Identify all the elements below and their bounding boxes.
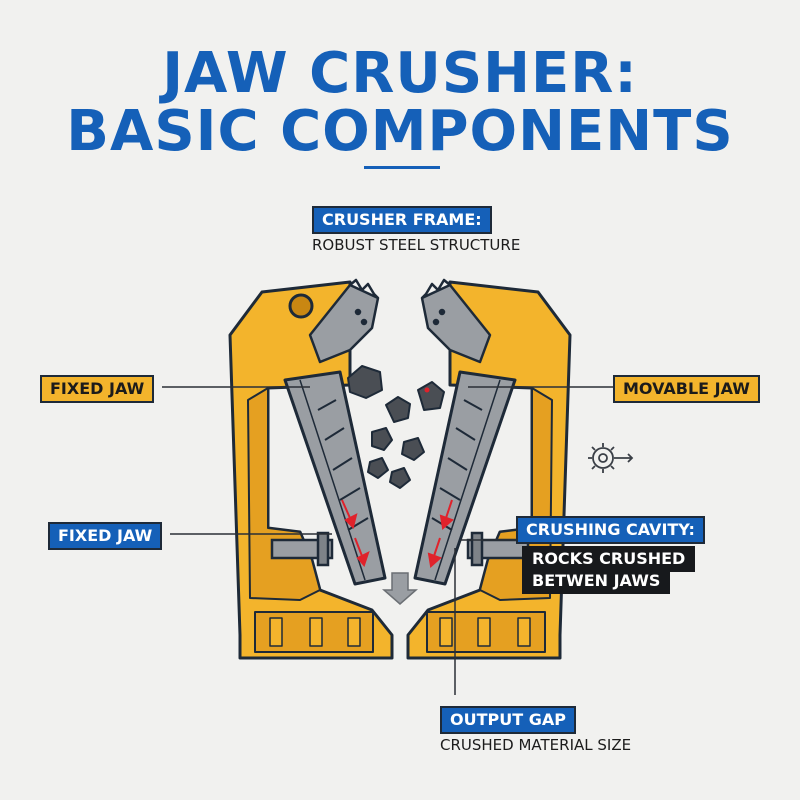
- fixed-jaw-label-top: FIXED JAW: [40, 375, 155, 403]
- toggle-bars: [270, 531, 530, 567]
- movable-jaw-plate: [413, 370, 517, 586]
- crusher-frame-heading: CRUSHER FRAME:: [312, 206, 492, 234]
- title-divider: [364, 166, 440, 169]
- output-gap-desc: CRUSHED MATERIAL SIZE: [440, 736, 632, 754]
- gear-icon: [588, 443, 634, 473]
- title-line-2: BASIC COMPONENTS: [66, 99, 734, 164]
- rocks: [347, 365, 445, 489]
- jaw-holder-left: [308, 278, 380, 364]
- crushing-cavity-line-2: BETWEN JAWS: [522, 568, 671, 594]
- crushing-cavity-heading: CRUSHING CAVITY:: [516, 516, 705, 544]
- leader-lines: [162, 386, 613, 695]
- movable-jaw-label: MOVABLE JAW: [613, 375, 760, 403]
- crusher-frame-desc: ROBUST STEEL STRUCTURE: [312, 236, 521, 254]
- jaw-holder-right: [420, 278, 492, 364]
- crushing-cavity-line-1: ROCKS CRUSHED: [522, 546, 696, 572]
- output-gap-heading: OUTPUT GAP: [440, 706, 576, 734]
- crush-direction-arrows: [341, 499, 454, 568]
- rock-highlight: [424, 387, 430, 393]
- title-line-1: JAW CRUSHER:: [162, 41, 638, 106]
- down-arrow-icon: [382, 572, 418, 605]
- fixed-jaw-plate: [283, 370, 387, 586]
- fixed-jaw-label-bottom: FIXED JAW: [48, 522, 163, 550]
